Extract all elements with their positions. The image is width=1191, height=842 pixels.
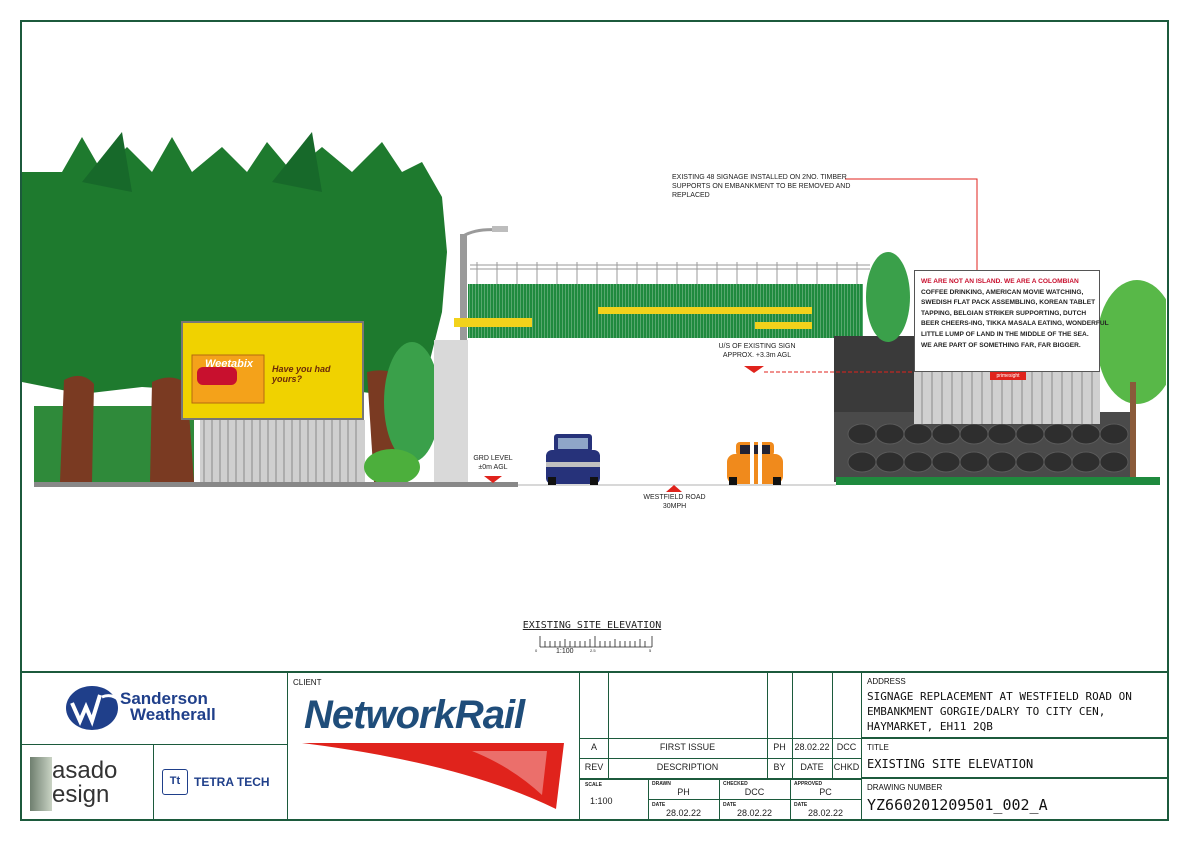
grass-right <box>836 477 1160 485</box>
sw-logo-icon <box>66 686 122 730</box>
billboard-base-right <box>914 372 1100 424</box>
checked-date-label: DATE <box>723 802 737 808</box>
casado-line-1: asado <box>52 757 118 784</box>
car-orange <box>727 442 783 485</box>
elevation-drawing <box>22 132 1166 648</box>
ground-line-left <box>34 482 518 487</box>
weetabix-tagline: Have you had yours? <box>272 364 331 384</box>
approved-value: PC <box>819 787 832 797</box>
description-header: DESCRIPTION <box>656 762 719 772</box>
company-line-2: Weatherall <box>130 705 216 724</box>
approved-date-label: DATE <box>794 802 808 808</box>
date-header: DATE <box>800 762 824 772</box>
us-sign-note-2: APPROX. +3.3m AGL <box>722 352 792 359</box>
scale-value: 1:100 <box>590 796 613 806</box>
grd-level-note-1: GRD LEVEL <box>473 455 513 462</box>
drawing-sheet: Weetabix Have you had yours? WE ARE NOT … <box>20 20 1169 821</box>
address-label: ADDRESS <box>867 677 906 686</box>
billboard-line-1: WE ARE NOT AN ISLAND. WE ARE A COLOMBIAN <box>921 278 1079 285</box>
car-blue <box>546 434 600 485</box>
checked-label: CHECKED <box>723 781 748 787</box>
client-cell: CLIENT NetworkRail <box>288 673 580 820</box>
tetra-tech-icon: Tt <box>162 769 188 795</box>
checked-date: 28.02.22 <box>736 808 773 818</box>
primesight-billboard: WE ARE NOT AN ISLAND. WE ARE A COLOMBIAN… <box>914 270 1109 372</box>
company-line-1: Sanderson <box>120 689 208 708</box>
sanderson-logo-cell: Sanderson Weatherall <box>22 673 288 745</box>
drawn-date: 28.02.22 <box>665 808 702 818</box>
scale-mid: 2.5 <box>590 648 596 653</box>
tetra-logo-cell: Tt TETRA TECH <box>154 745 288 820</box>
scale-start: 0 <box>535 648 538 653</box>
elevation-title: EXISTING SITE ELEVATION <box>522 620 662 631</box>
bridge-fence <box>470 262 870 284</box>
primesight-tag: primesight <box>990 372 1026 380</box>
title-block-divider <box>22 671 1167 673</box>
us-sign-marker <box>744 366 764 373</box>
weetabix-brand: Weetabix <box>204 358 254 370</box>
approved-label: APPROVED <box>794 781 823 787</box>
billboard-line-6: LITTLE LUMP OF LAND IN THE MIDDLE OF THE… <box>921 330 1089 338</box>
bridge-stripe-2 <box>598 307 812 314</box>
casado-line-2: esign <box>52 781 110 808</box>
title-label: TITLE <box>867 743 889 752</box>
network-rail-swoosh-icon <box>302 743 564 809</box>
tree-right <box>1097 280 1166 404</box>
bridge-stripe-1 <box>454 318 532 327</box>
address-line-1: SIGNAGE REPLACEMENT AT WESTFIELD ROAD ON <box>867 690 1132 703</box>
weetabix-logo-mark <box>197 367 237 385</box>
road-note-2: 30MPH <box>662 503 687 510</box>
rev-a-date: 28.02.22 <box>794 742 830 752</box>
drawn-value: PH <box>677 787 690 797</box>
rev-a-by: PH <box>773 742 786 752</box>
shrub-tall-left <box>384 342 440 462</box>
drawn-label: DRAWN <box>652 781 671 787</box>
drawing-number-label: DRAWING NUMBER <box>867 783 943 792</box>
title-value: EXISTING SITE ELEVATION <box>867 757 1034 771</box>
road-marker <box>666 485 682 492</box>
scale-label-tb: SCALE <box>585 782 602 788</box>
billboard-line-3: SWEDISH FLAT PACK ASSEMBLING, KOREAN TAB… <box>921 299 1096 307</box>
billboard-line-5: BEER CHEERS-ING, TIKKA MASALA EATING, WO… <box>921 320 1109 328</box>
rev-a-chkd: DCC <box>836 742 857 752</box>
address-lines: SIGNAGE REPLACEMENT AT WESTFIELD ROAD ON… <box>867 689 1132 734</box>
rev-a-description: FIRST ISSUE <box>659 742 716 752</box>
scale-label: 1:100 <box>556 648 574 655</box>
approved-date: 28.02.22 <box>807 808 844 818</box>
grd-level-note-2: ±0m AGL <box>478 464 508 471</box>
chkd-header: CHKD <box>833 762 860 772</box>
shrub-right <box>866 252 910 342</box>
bridge-stripe-3 <box>755 322 812 329</box>
revision-table: A FIRST ISSUE PH 28.02.22 DCC REV DESCRI… <box>580 673 861 820</box>
by-header: BY <box>773 762 786 772</box>
rev-a: A <box>590 742 597 752</box>
existing-signage-note: EXISTING 48 SIGNAGE INSTALLED ON 2No. TI… <box>672 174 851 199</box>
drawing-number: YZ660201209501_002_A <box>867 796 1048 814</box>
address-line-2: EMBANKMENT GORGIE/DALRY TO CITY CEN, <box>867 705 1106 718</box>
shrub-low-left <box>364 449 420 485</box>
grd-level-marker <box>484 476 502 483</box>
project-info-column: ADDRESS SIGNAGE REPLACEMENT AT WESTFIELD… <box>861 673 1168 820</box>
scale-bar <box>539 636 653 648</box>
address-line-3: HAYMARKET, EH11 2QB <box>867 720 993 733</box>
tetra-name: TETRA TECH <box>194 775 270 789</box>
billboard-copy: WE ARE NOT AN ISLAND. WE ARE A COLOMBIAN… <box>921 277 1109 351</box>
us-sign-note-1: U/S OF EXISTING SIGN <box>718 343 796 350</box>
scale-end: 5 <box>649 648 652 653</box>
abutment-left <box>434 340 468 482</box>
billboard-line-7: WE ARE PART OF SOMETHING FAR, FAR BIGGER… <box>921 341 1081 349</box>
casado-logo-cell: asado esign <box>22 745 154 820</box>
client-label: CLIENT <box>293 678 322 687</box>
checked-value: DCC <box>744 787 765 797</box>
drawn-date-label: DATE <box>652 802 666 808</box>
road-note-1: WESTFIELD ROAD <box>643 494 706 501</box>
client-name: NetworkRail <box>304 693 525 737</box>
casado-logo-bar <box>30 757 52 811</box>
billboard-line-2: COFFEE DRINKING, AMERICAN MOVIE WATCHING… <box>921 288 1084 296</box>
rev-header: REV <box>584 762 604 772</box>
billboard-line-4: TAPPING, BELGIAN STRIKER SUPPORTING, DUT… <box>921 309 1087 317</box>
